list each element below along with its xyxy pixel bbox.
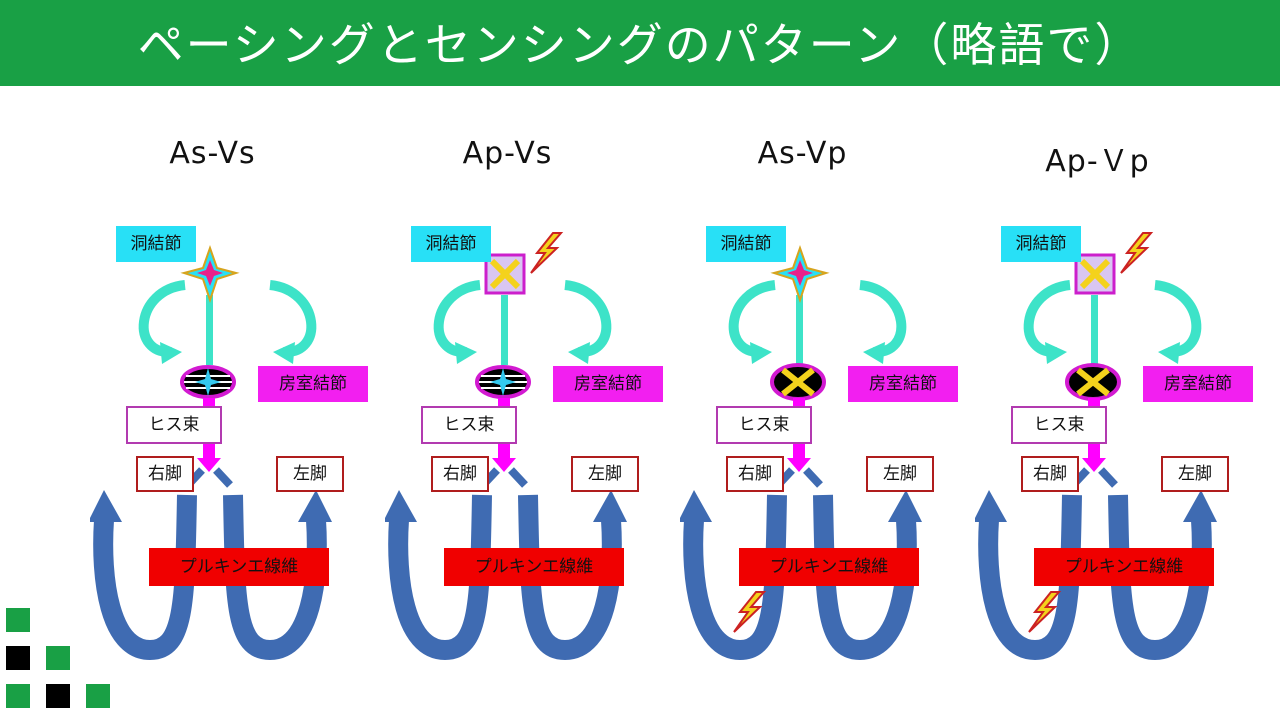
sinus-block-mark [484, 253, 526, 295]
av-node-label: 房室結節 [848, 366, 958, 402]
panel-ap-vs: Ap-Vs [385, 130, 685, 690]
left-bundle-label: 左脚 [1161, 456, 1229, 492]
pacing-spike-icon [1120, 232, 1154, 274]
av-node-label: 房室結節 [553, 366, 663, 402]
left-bundle-label: 左脚 [866, 456, 934, 492]
page-title: ペーシングとセンシングのパターン（略語で） [137, 18, 1143, 72]
av-node-oval [475, 365, 531, 399]
his-bundle-label: ヒス束 [716, 406, 812, 444]
av-block-mark [770, 363, 826, 401]
av-node-label: 房室結節 [1143, 366, 1253, 402]
bundle-branch-arrows [185, 467, 233, 488]
decor-square [86, 684, 110, 708]
decor-square [46, 646, 70, 670]
decor-square [6, 608, 30, 632]
right-bundle-label: 右脚 [136, 456, 194, 492]
av-node-label: 房室結節 [258, 366, 368, 402]
his-bundle-label: ヒス束 [126, 406, 222, 444]
atrial-loop-arrows [433, 280, 612, 364]
purkinje-label: プルキンエ線維 [444, 548, 624, 586]
purkinje-label: プルキンエ線維 [149, 548, 329, 586]
his-bundle-label: ヒス束 [421, 406, 517, 444]
internodal-path [796, 295, 803, 365]
panel-ap-vp: Ap-Ｖp [975, 130, 1275, 690]
title-bar: ペーシングとセンシングのパターン（略語で） [0, 0, 1280, 86]
sinus-block-mark [1074, 253, 1116, 295]
atrial-loop-arrows [138, 280, 317, 364]
decor-square [6, 684, 30, 708]
decor-square [6, 646, 30, 670]
atrial-loop-arrows [1023, 280, 1202, 364]
purkinje-label: プルキンエ線維 [1034, 548, 1214, 586]
right-bundle-label: 右脚 [431, 456, 489, 492]
pacing-spike-icon [530, 232, 564, 274]
internodal-path [206, 295, 213, 365]
decor-square [46, 684, 70, 708]
panel-title: Ap-Ｖp [1045, 144, 1150, 179]
av-node-oval [180, 365, 236, 399]
right-bundle-label: 右脚 [726, 456, 784, 492]
sinus-node-label: 洞結節 [706, 226, 786, 262]
panel-title: Ap-Vs [462, 136, 553, 171]
av-block-mark [1065, 363, 1121, 401]
sinus-node-label: 洞結節 [411, 226, 491, 262]
bundle-branch-arrows [1070, 467, 1118, 488]
right-bundle-label: 右脚 [1021, 456, 1079, 492]
sinus-node-label: 洞結節 [1001, 226, 1081, 262]
pacing-spike-icon [733, 591, 767, 633]
internodal-path [501, 295, 508, 365]
bundle-branch-arrows [480, 467, 528, 488]
panel-as-vs: As-Vs [90, 130, 390, 690]
bundle-branch-arrows [775, 467, 823, 488]
panel-title: As-Vp [757, 136, 848, 171]
panel-title: As-Vs [169, 136, 256, 171]
atrial-loop-arrows [728, 280, 907, 364]
sinus-sense-star [770, 244, 830, 304]
left-bundle-label: 左脚 [571, 456, 639, 492]
sinus-node-label: 洞結節 [116, 226, 196, 262]
panel-as-vp: As-Vp [680, 130, 980, 690]
left-bundle-label: 左脚 [276, 456, 344, 492]
internodal-path [1091, 295, 1098, 365]
pacing-spike-icon [1028, 591, 1062, 633]
his-bundle-label: ヒス束 [1011, 406, 1107, 444]
purkinje-label: プルキンエ線維 [739, 548, 919, 586]
sinus-sense-star [180, 244, 240, 304]
